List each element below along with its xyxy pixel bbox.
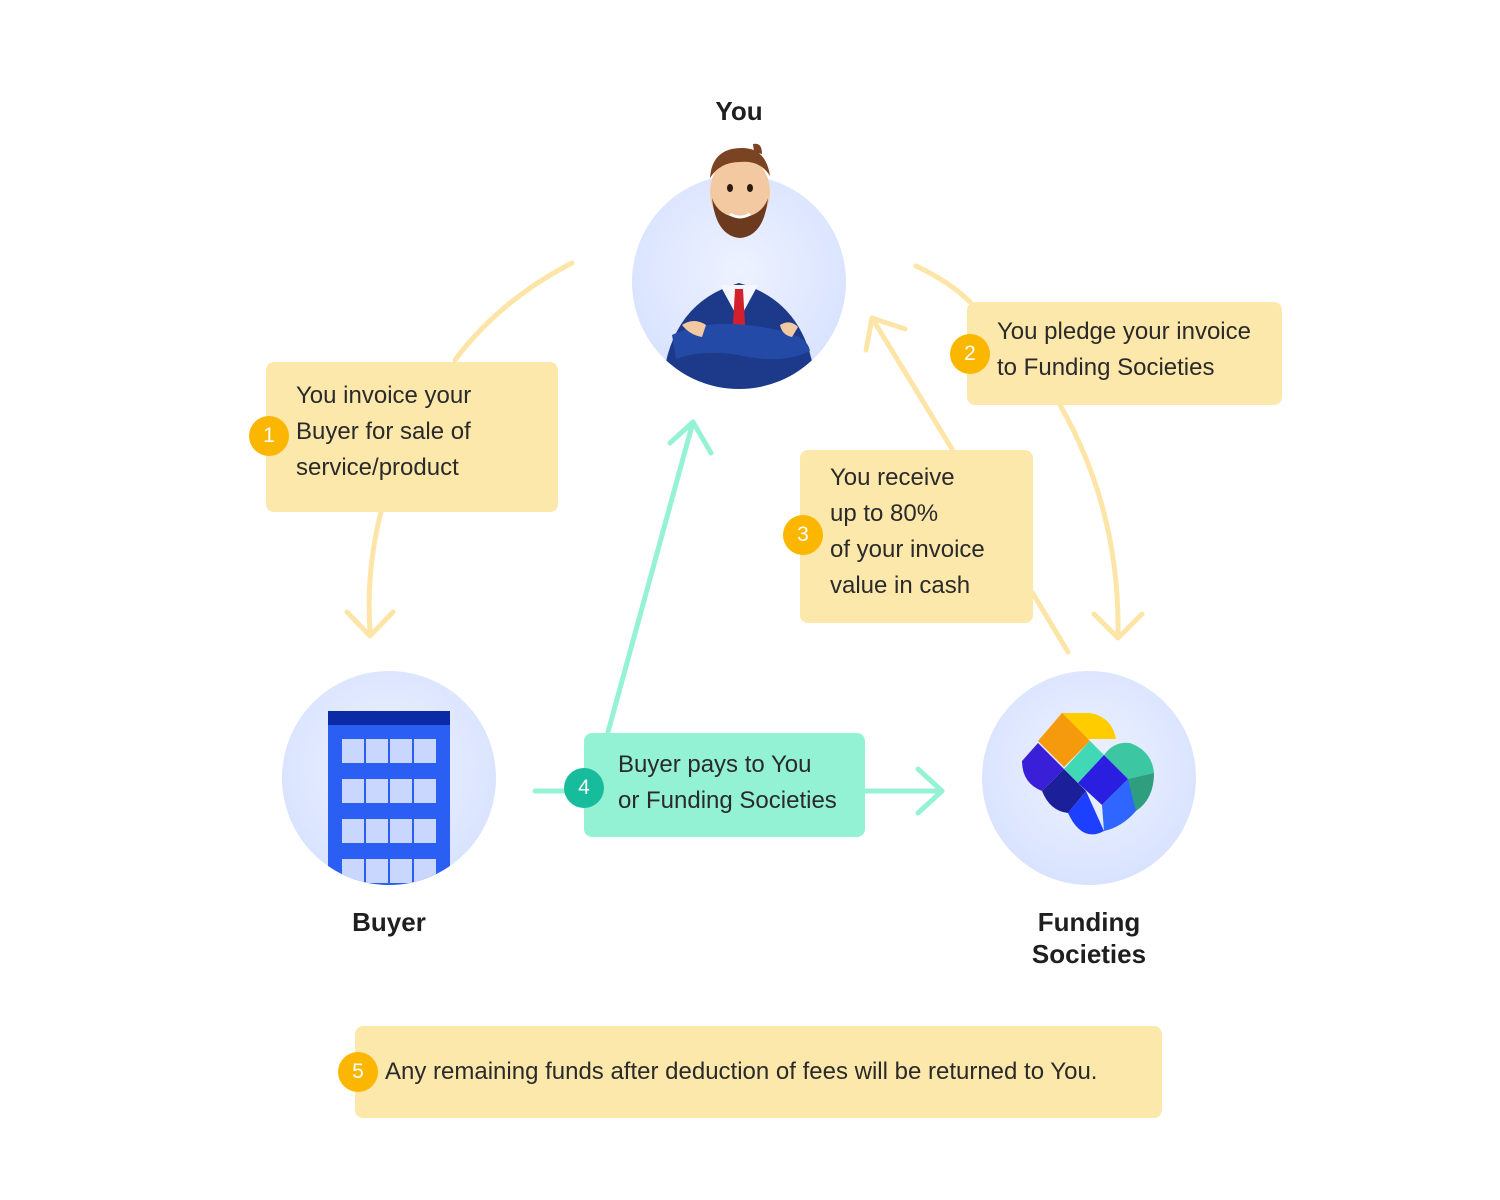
funding-societies-logo-icon bbox=[1022, 713, 1154, 835]
step-4-box: Buyer pays to You or Funding Societies bbox=[584, 733, 865, 837]
arrow-funding-to-you bbox=[869, 315, 1071, 655]
arrow-buyer-to-you bbox=[605, 419, 696, 735]
step-2-box: You pledge your invoice to Funding Socie… bbox=[967, 302, 1282, 405]
step-1-line-2: Buyer for sale of bbox=[296, 418, 471, 445]
arrow-you-to-funding-head bbox=[1091, 611, 1145, 641]
node-label-buyer: Buyer bbox=[352, 907, 426, 937]
step-4-line-2: or Funding Societies bbox=[618, 787, 837, 814]
node-label-you: You bbox=[715, 96, 763, 126]
step-3-line-3: of your invoice bbox=[830, 536, 985, 563]
arrow-you-to-buyer-head bbox=[344, 609, 396, 639]
you-avatar bbox=[632, 175, 846, 389]
node-label-funding-line-1: Funding bbox=[1037, 907, 1141, 937]
arrow-you-to-funding bbox=[913, 263, 1121, 638]
step-1-line-3: service/product bbox=[296, 454, 459, 481]
step-4-line-1: Buyer pays to You bbox=[618, 751, 812, 778]
step-1-box: You invoice your Buyer for sale of servi… bbox=[266, 362, 558, 512]
step-3-line-2: up to 80% bbox=[830, 500, 939, 527]
businessman-avatar-icon bbox=[662, 283, 816, 389]
node-label-funding-line-2: Societies bbox=[1031, 939, 1147, 969]
step-3-line-1: You receive bbox=[830, 464, 955, 491]
step-1-line-1: You invoice your bbox=[296, 382, 472, 409]
step-3-badge: 3 bbox=[783, 515, 823, 555]
arrow-funding-to-you-head bbox=[863, 315, 908, 353]
step-5-badge: 5 bbox=[338, 1052, 378, 1092]
arrow-buyer-to-you-head bbox=[667, 419, 714, 456]
arrow-buyer-to-funding-head bbox=[915, 766, 945, 816]
step-5-line-1: Any remaining funds after deduction of f… bbox=[385, 1058, 1098, 1085]
step-2-line-2: to Funding Societies bbox=[997, 354, 1215, 381]
step-4-badge: 4 bbox=[564, 768, 604, 808]
arrow-you-to-buyer bbox=[366, 260, 575, 635]
office-building-icon bbox=[328, 711, 450, 885]
step-5-box: Any remaining funds after deduction of f… bbox=[355, 1026, 1162, 1118]
buyer-avatar bbox=[282, 671, 496, 885]
step-2-badge: 2 bbox=[950, 334, 990, 374]
step-2-line-1: You pledge your invoice bbox=[997, 318, 1251, 345]
step-1-badge: 1 bbox=[249, 416, 289, 456]
step-3-box: You receive up to 80% of your invoice va… bbox=[800, 450, 1033, 623]
step-3-line-4: value in cash bbox=[830, 572, 971, 599]
node-label-funding: Funding Societies bbox=[999, 906, 1179, 970]
businessman-head-icon bbox=[710, 143, 770, 238]
funding-avatar bbox=[982, 671, 1196, 885]
